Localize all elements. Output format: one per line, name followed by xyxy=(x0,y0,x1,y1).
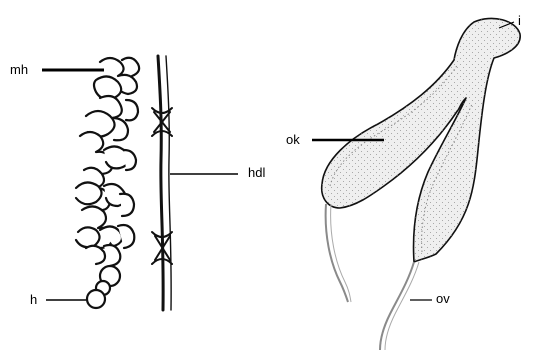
left-figure xyxy=(76,56,172,310)
label-hdl: hdl xyxy=(248,166,265,179)
label-ov: ov xyxy=(436,292,450,305)
label-mh: mh xyxy=(10,63,28,76)
longitudinal-duct xyxy=(158,56,171,310)
label-h: h xyxy=(30,293,37,306)
coiled-tubule-mass xyxy=(76,58,139,266)
left-duct xyxy=(326,204,348,302)
duct-junction-lower xyxy=(152,232,172,264)
label-i: i xyxy=(518,14,521,27)
round-bodies-chain xyxy=(87,266,120,308)
oviduct xyxy=(380,262,414,350)
label-ok: ok xyxy=(286,133,300,146)
